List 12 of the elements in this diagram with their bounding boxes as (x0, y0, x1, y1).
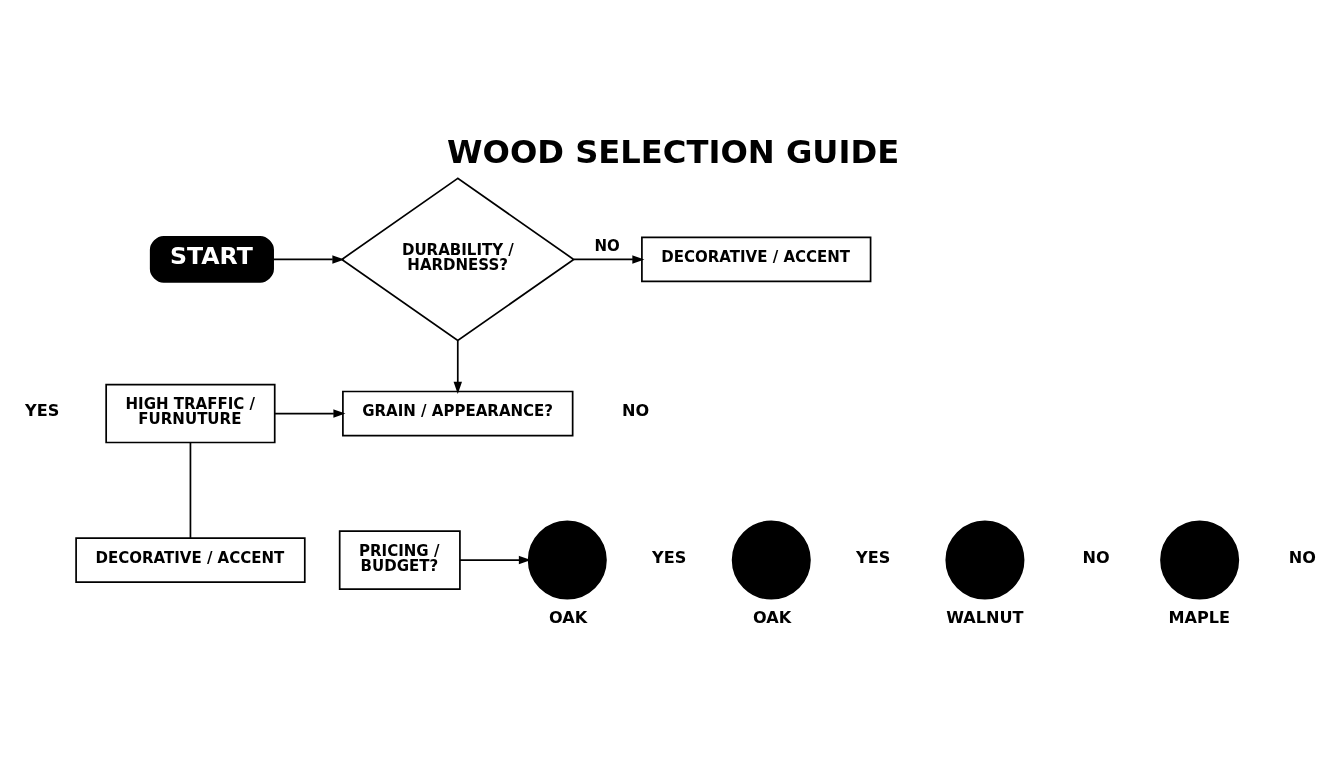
node-label: MAPLE (1168, 608, 1230, 628)
label: NO (621, 401, 649, 421)
node-label: OAK (752, 608, 791, 628)
label: YES (24, 401, 59, 421)
label: YES (855, 547, 890, 567)
edge-label: NO (593, 237, 620, 256)
node-label: OAK (548, 608, 587, 628)
diagram-title: WOOD SELECTION GUIDE (446, 133, 899, 172)
label: NO (1082, 547, 1110, 567)
label: NO (1288, 547, 1316, 567)
label: YES (651, 547, 686, 567)
node-label: WALNUT (945, 608, 1024, 628)
